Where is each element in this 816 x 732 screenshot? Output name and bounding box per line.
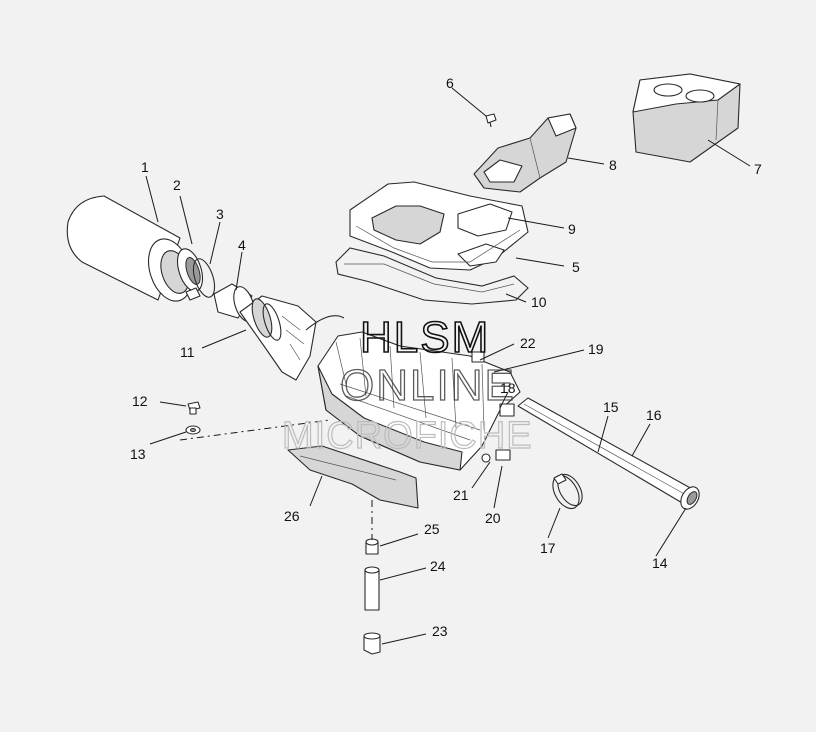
callout-17: 17 [540, 540, 556, 556]
callout-22: 22 [520, 335, 536, 351]
watermark-line-3: MICROFICHE [282, 415, 533, 457]
part-12-fastener [187, 401, 201, 415]
callout-2: 2 [173, 177, 181, 193]
part-1-filter-element [66, 195, 192, 302]
callout-16: 16 [646, 407, 662, 423]
callout-6: 6 [446, 75, 454, 91]
part-9-lid [349, 181, 529, 271]
part-24-drain-hose [364, 566, 380, 611]
part-15-16-tube [517, 397, 700, 510]
callout-23: 23 [432, 623, 448, 639]
callout-13: 13 [130, 446, 146, 462]
callout-26: 26 [284, 508, 300, 524]
part-8-inlet-duct [473, 113, 577, 193]
part-7-foam-cover [632, 73, 741, 163]
part-11-intake-boot [239, 295, 345, 381]
callout-12: 12 [132, 393, 148, 409]
callout-20: 20 [485, 510, 501, 526]
callout-11: 11 [180, 344, 195, 360]
part-3-hose-clamp [185, 258, 216, 301]
callout-8: 8 [609, 157, 617, 173]
part-13-washer [185, 425, 201, 435]
part-4-coupler [213, 283, 255, 322]
callout-25: 25 [424, 521, 440, 537]
callout-15: 15 [603, 399, 619, 415]
part-6-screw [485, 113, 497, 128]
watermark-line-1: HLSM [360, 313, 490, 362]
callout-10: 10 [531, 294, 547, 310]
callout-7: 7 [754, 161, 762, 177]
callout-labels: 1 2 3 4 5 6 7 8 9 10 11 12 13 14 15 16 1… [130, 75, 762, 639]
callout-9: 9 [568, 221, 576, 237]
part-10-gasket [335, 247, 529, 305]
watermark-line-2: ONLINE [340, 361, 516, 410]
callout-14: 14 [652, 555, 668, 571]
callout-3: 3 [216, 206, 224, 222]
part-23-plug [363, 632, 381, 655]
air-box-body [317, 331, 521, 471]
callout-19: 19 [588, 341, 604, 357]
part-17-hose-clamp [552, 473, 583, 510]
callout-4: 4 [238, 237, 246, 253]
callout-5: 5 [572, 259, 580, 275]
leader-lines [145, 87, 751, 645]
callout-1: 1 [141, 159, 149, 175]
watermark: HLSM ONLINE MICROFICHE [281, 312, 533, 457]
callout-24: 24 [430, 558, 446, 574]
part-26-heat-shield [287, 445, 419, 509]
callout-21: 21 [453, 487, 469, 503]
callout-18: 18 [500, 380, 516, 396]
part-25-fitting [365, 538, 379, 555]
